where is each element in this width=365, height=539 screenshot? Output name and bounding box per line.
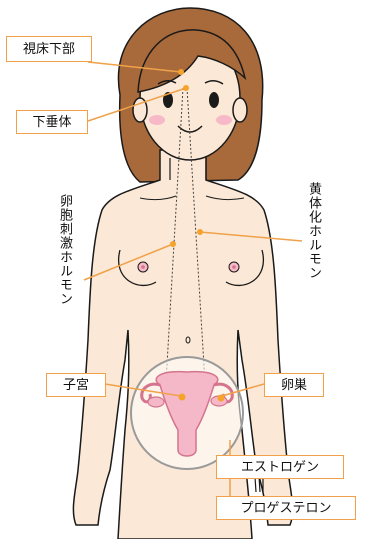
hypothalamus-marker — [178, 69, 184, 75]
pituitary-label: 下垂体 — [16, 110, 88, 134]
ovary-left — [148, 397, 164, 407]
uterus-marker — [179, 394, 186, 401]
pituitary-marker — [183, 85, 189, 91]
lh-label: 黄体化ホルモン — [307, 182, 320, 280]
ear-right — [233, 98, 247, 122]
ovary-label: 卵巣 — [264, 373, 324, 397]
ovary-marker — [218, 395, 225, 402]
progesterone-label: プロゲステロン — [216, 496, 356, 520]
fsh-label: 卵胞刺激ホルモン — [58, 194, 71, 306]
cheek-right — [216, 115, 232, 125]
eye-right — [209, 92, 219, 108]
fsh-marker — [170, 241, 176, 247]
hypothalamus-label: 視床下部 — [6, 36, 92, 62]
cheek-left — [149, 115, 165, 125]
uterus-label: 子宮 — [46, 373, 106, 397]
estrogen-label: エストロゲン — [216, 455, 344, 479]
lh-marker — [197, 229, 203, 235]
